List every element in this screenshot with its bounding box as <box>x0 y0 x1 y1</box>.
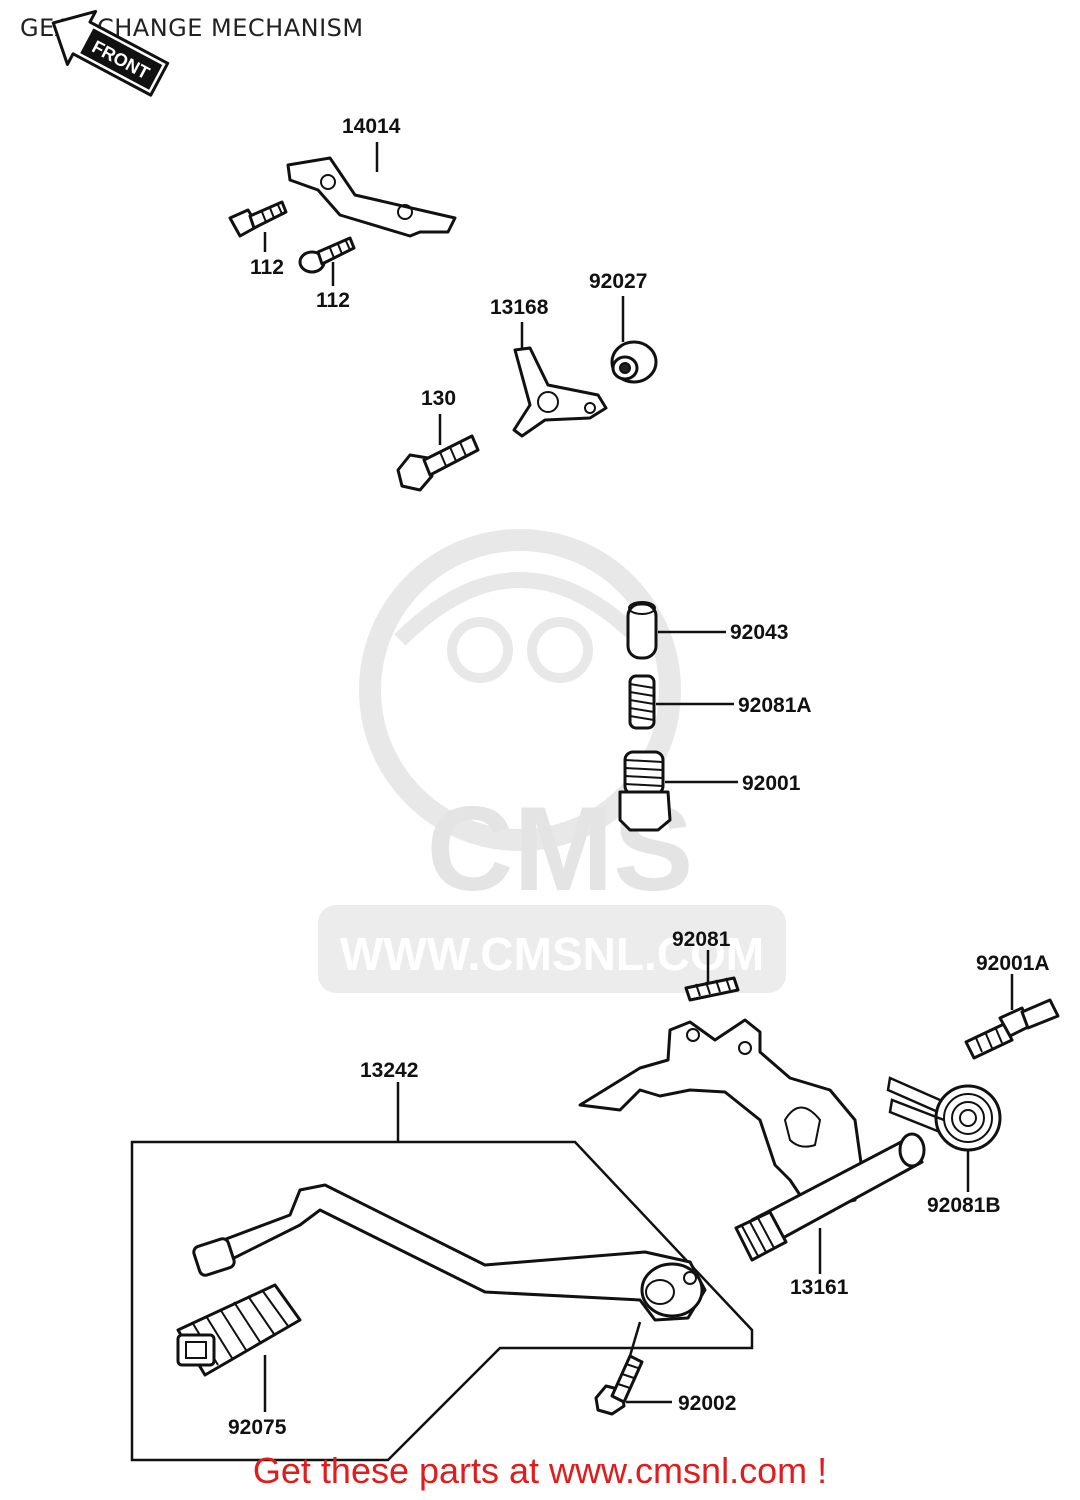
lever-13168 <box>512 346 608 438</box>
front-arrow-icon: FRONT <box>51 9 170 97</box>
plate-14014 <box>286 156 457 238</box>
label-13242: 13242 <box>360 1059 418 1082</box>
label-92081: 92081 <box>672 928 731 951</box>
label-14014: 14014 <box>342 115 401 138</box>
label-130: 130 <box>421 387 456 410</box>
label-13168: 13168 <box>490 296 549 319</box>
callout-box-13242 <box>130 1140 754 1462</box>
footpeg-rubber-92075 <box>176 1283 302 1377</box>
watermark: CMS WWW.CMSNL.COM <box>318 529 786 993</box>
label-92001a: 92001A <box>976 952 1050 975</box>
stud-92001a <box>964 998 1060 1060</box>
watermark-url: WWW.CMSNL.COM <box>340 928 764 980</box>
label-92081a: 92081A <box>738 694 812 717</box>
bolt-112-a <box>228 200 288 238</box>
label-92002: 92002 <box>678 1392 736 1415</box>
shift-shaft-13161 <box>578 1018 926 1262</box>
plug-92001 <box>618 750 672 832</box>
label-92043: 92043 <box>730 621 788 644</box>
label-92081b: 92081B <box>927 1194 1001 1217</box>
label-13161: 13161 <box>790 1276 849 1299</box>
bolt-92002 <box>594 1354 644 1416</box>
bushing-92027 <box>610 340 658 384</box>
shift-pedal-13242 <box>192 1183 707 1322</box>
footer-link[interactable]: Get these parts at www.cmsnl.com ! <box>252 1450 828 1491</box>
spring-92081a <box>628 674 656 730</box>
label-92027: 92027 <box>589 270 647 293</box>
bolt-130 <box>396 434 480 492</box>
label-92075: 92075 <box>228 1416 287 1439</box>
label-112-b: 112 <box>316 289 350 312</box>
spring-92081 <box>684 976 740 1002</box>
label-112-a: 112 <box>250 256 284 279</box>
bolt-112-b <box>298 236 356 274</box>
label-92001: 92001 <box>742 772 801 795</box>
pin-92043 <box>626 601 658 660</box>
